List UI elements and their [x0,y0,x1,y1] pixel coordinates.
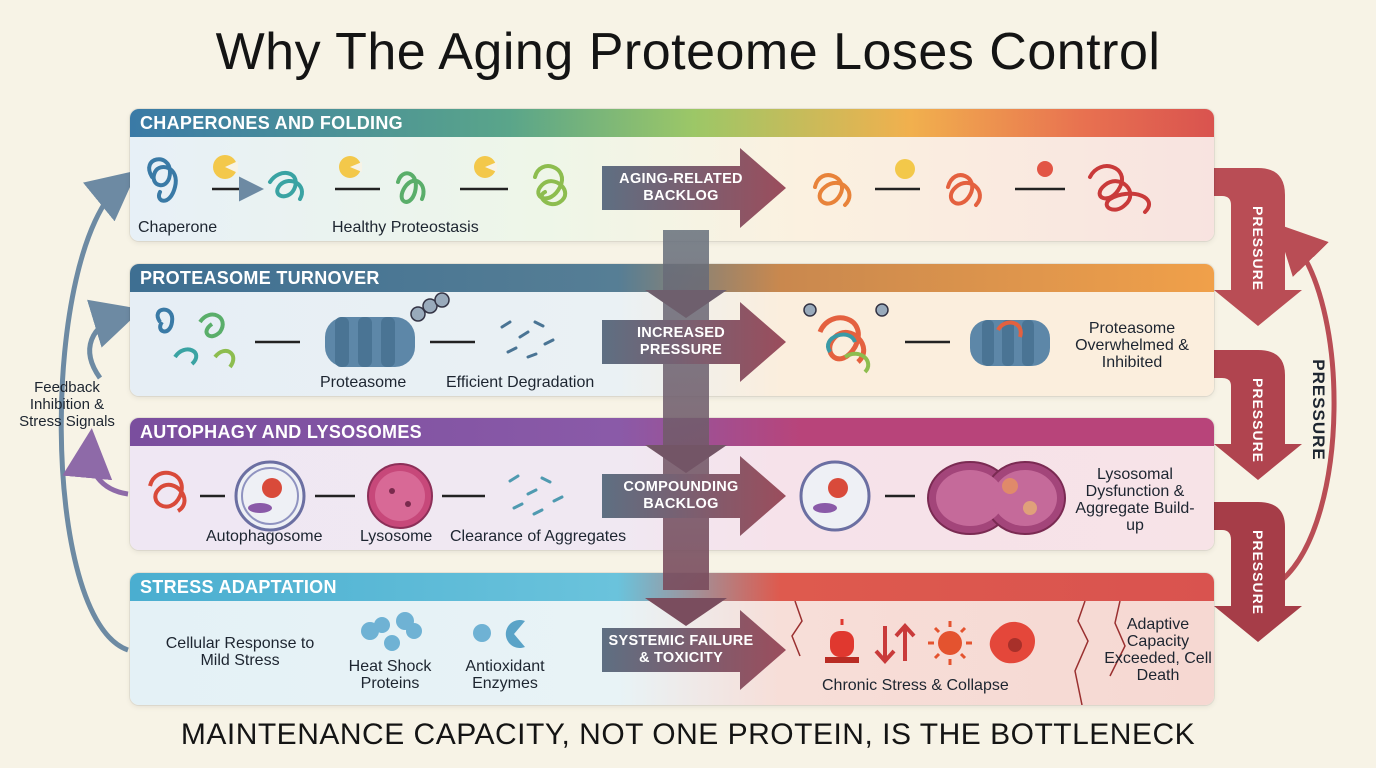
folding-protein-icon [268,171,304,201]
overloaded-proteasome-icon [803,303,889,374]
down-arrow-2 [645,445,727,473]
row-illustration [155,292,1050,374]
row-body: Cellular Response to Mild Stress Heat Sh… [130,600,1214,705]
label-efficient-degradation: Efficient Degradation [446,374,595,391]
side-pressure-arrows [1214,168,1302,642]
pressure-main-label: PRESSURE [1309,359,1328,461]
label-lysosomal-dysfunction: Lysosomal Dysfunction & Aggregate Build-… [1075,466,1195,534]
side-pressure-label-1: PRESSURE [1250,206,1266,292]
row-illustration [148,460,1066,535]
row-body: Autophagosome Lysosome Clearance of Aggr… [130,446,1214,550]
protein-aggregate-icon [1088,164,1151,214]
down-arrow-3 [645,598,727,626]
stalled-autophagosome-icon [799,460,871,532]
label-antioxidant-enzymes: Antioxidant Enzymes [465,658,545,692]
row-header: CHAPERONES AND FOLDING [130,109,1214,137]
row-illustration [361,600,1126,705]
label-aging-related-backlog: AGING-RELATED BACKLOG [619,171,743,204]
aggregating-protein-icon [946,173,982,207]
label-autophagosome: Autophagosome [206,528,323,545]
alarm-icon [825,619,859,663]
inhibited-proteasome-icon [970,320,1050,366]
arrow-systemic-failure [602,610,786,690]
row-body: Chaperone Healthy Proteostasis [130,137,1214,241]
vertical-pressure-column [663,230,709,590]
label-healthy-proteostasis: Healthy Proteostasis [332,219,479,236]
misfolded-protein-icon [813,173,852,207]
chaperone-icon [147,157,178,203]
proteasome-icon [325,292,450,367]
sun-stress-icon [928,621,972,665]
footer-caption: MAINTENANCE CAPACITY, NOT ONE PROTEIN, I… [180,718,1196,751]
antioxidant-enzymes-icon [473,620,525,648]
label-lysosome: Lysosome [360,528,433,545]
cleared-fragments-icon [508,474,564,516]
autophagosome-icon [234,460,306,532]
label-systemic-failure: SYSTEMIC FAILURE & TOXICITY [608,633,754,666]
label-chronic-stress-collapse: Chronic Stress & Collapse [822,677,1009,694]
arrow-compounding-backlog [602,456,786,536]
heat-shock-proteins-icon [361,612,422,651]
label-proteasome-overwhelmed: Proteasome Overwhelmed & Inhibited [1075,320,1189,371]
feedback-label: Feedback Inhibition & Stress Signals [19,379,115,430]
label-compounding-backlog: COMPOUNDING BACKLOG [623,479,739,512]
label-clearance-of-aggregates: Clearance of Aggregates [450,528,627,545]
down-arrow-1 [645,290,727,318]
dysfunctional-lysosome-icon [927,461,1066,535]
row-body: Proteasome Efficient Degradation Proteas… [130,292,1214,396]
row-illustration [147,155,1151,214]
up-down-arrows-icon [874,623,916,664]
damaged-cell-icon [989,621,1035,664]
page-title: Why The Aging Proteome Loses Control [215,23,1161,81]
label-cellular-response: Cellular Response to Mild Stress [165,635,315,669]
substrate-protein-icon [155,307,175,334]
folded-protein-icon [396,171,426,204]
lysosome-icon [367,463,433,529]
side-pressure-label-2: PRESSURE [1250,378,1266,464]
arrow-increased-pressure [602,302,786,382]
label-proteasome: Proteasome [320,374,407,391]
label-adaptive-capacity-exceeded: Adaptive Capacity Exceeded, Cell Death [1104,616,1212,684]
arrow-aging-related-backlog [602,148,786,228]
side-pressure-label-3: PRESSURE [1250,530,1266,616]
label-chaperone: Chaperone [138,219,218,236]
label-increased-pressure: INCREASED PRESSURE [636,325,726,358]
peptide-fragments-icon [500,320,555,359]
cracks-decoration [791,600,1126,705]
aggregate-cargo-icon [148,470,187,513]
feedback-arc-inner [62,428,129,497]
feedback-arc-mid [87,299,143,380]
native-protein-icon [533,164,568,207]
feedback-arc-outer [58,170,138,653]
pressure-arc-right [1276,223,1337,582]
label-heat-shock-proteins: Heat Shock Proteins [348,658,432,692]
